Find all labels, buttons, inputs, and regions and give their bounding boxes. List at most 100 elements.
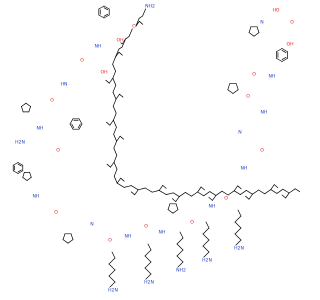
tyrosine-ring <box>281 57 288 62</box>
side-chain-bond <box>171 198 177 202</box>
atom-label: O <box>54 210 58 216</box>
backbone-bond <box>282 188 290 194</box>
side-chain-bond <box>119 135 124 140</box>
backbone-bond <box>112 105 117 114</box>
atom-label-background <box>208 203 216 209</box>
backbone-bond <box>130 185 139 191</box>
side-chain-bond <box>245 195 250 200</box>
lysine-side-chain-bond <box>202 245 210 253</box>
lysine-side-chain-bond <box>179 231 184 239</box>
atom-label: NH <box>269 74 276 80</box>
backbone-bond <box>113 119 117 128</box>
lysine-side-chain-bond <box>144 255 152 263</box>
lysine-side-chain-bond <box>147 243 152 251</box>
atom-label: O <box>190 220 194 226</box>
proline-ring <box>62 239 69 244</box>
atom-label-background <box>32 193 40 199</box>
atom-label: O <box>246 94 250 100</box>
side-chain-bond <box>116 135 121 142</box>
lysine-side-chain-bond <box>234 239 242 247</box>
backbone-bond <box>276 188 284 194</box>
lysine-side-chain-bond <box>108 257 116 265</box>
atom-label: O <box>290 20 294 26</box>
indole-benzene-ring <box>12 170 19 174</box>
backbone-bond <box>233 190 241 195</box>
lysine-side-chain-bond <box>144 273 152 281</box>
bond-layer <box>12 5 300 289</box>
backbone-bond <box>158 190 167 195</box>
phenyl-ring <box>78 123 83 130</box>
phenyl-ring <box>77 123 81 129</box>
atom-label: NH <box>33 194 40 200</box>
lysine-side-chain-bond <box>202 227 210 235</box>
indole-benzene-ring <box>17 162 24 166</box>
atom-label: O <box>132 24 136 30</box>
lysine-side-chain-bond <box>108 263 116 271</box>
lysine-side-chain-bond <box>234 227 242 235</box>
backbone-bond <box>116 182 125 188</box>
atom-label: NH <box>95 44 102 50</box>
proline-ring <box>235 83 239 91</box>
lysine-side-chain-bond <box>144 249 152 257</box>
backbone-bond <box>112 91 117 100</box>
proline-ring <box>167 203 171 210</box>
phenyl-ring <box>69 123 74 130</box>
lysine-side-chain-bond <box>108 281 116 289</box>
amine-label: H2N <box>108 288 118 294</box>
atom-label-background <box>176 267 186 273</box>
atom-label-background <box>56 147 60 153</box>
side-chain-bond <box>197 186 202 193</box>
side-chain-bond <box>120 177 125 182</box>
side-chain-bond <box>130 191 136 196</box>
atom-label: NH <box>37 126 44 132</box>
proline-ring <box>227 89 234 94</box>
backbone-bond <box>239 190 247 195</box>
lysine-side-chain-bond <box>144 267 152 275</box>
lysine-side-chain-bond <box>234 233 242 241</box>
lysine-side-chain-bond <box>176 255 184 263</box>
atom-label: O <box>260 148 264 154</box>
imidazole-ring <box>21 106 24 113</box>
side-chain-bond <box>106 121 111 126</box>
atom-label-background <box>145 3 155 9</box>
side-chain-bond <box>158 185 164 191</box>
side-chain-bond <box>118 51 123 56</box>
lysine-side-chain-bond <box>202 239 210 247</box>
proline-ring <box>70 233 74 240</box>
lysine-side-chain-bond <box>176 243 184 251</box>
atom-label: OH <box>116 38 123 44</box>
imidazole-ring <box>28 106 31 113</box>
side-chain-bond <box>110 161 115 168</box>
proline-ring <box>256 26 260 33</box>
backbone-bond <box>137 187 146 191</box>
proline-ring <box>62 233 66 240</box>
atom-label: O <box>224 196 228 202</box>
indole-benzene-ring <box>12 162 19 166</box>
side-chain-bond <box>138 20 144 25</box>
backbone-bond <box>227 190 235 196</box>
backbone-bond <box>185 192 192 197</box>
backbone-bond <box>112 77 117 86</box>
side-chain-bond <box>121 38 126 45</box>
proline-ring <box>248 32 255 37</box>
lysine-side-chain-bond <box>111 251 116 259</box>
atom-label: HO <box>272 8 279 14</box>
backbone-bond <box>123 185 132 188</box>
backbone-bond <box>191 191 198 197</box>
atom-label-background <box>80 57 84 63</box>
atom-label: OH <box>286 42 293 48</box>
backbone-bond <box>118 46 123 50</box>
backbone-bond <box>151 190 160 193</box>
side-chain-bond <box>116 177 122 184</box>
backbone-bond <box>172 192 180 197</box>
atom-label: NH2 <box>145 4 155 10</box>
lysine-side-chain-bond <box>176 261 184 269</box>
lysine-side-chain-bond <box>237 209 242 217</box>
atom-label-background <box>190 219 194 225</box>
imidazole-ring <box>25 102 31 107</box>
amine-label: NH2 <box>176 268 186 274</box>
atom-label-background <box>124 233 132 239</box>
atom-label-background <box>224 195 228 201</box>
phenyl-ring <box>71 123 75 129</box>
backbone-bond <box>113 133 117 142</box>
